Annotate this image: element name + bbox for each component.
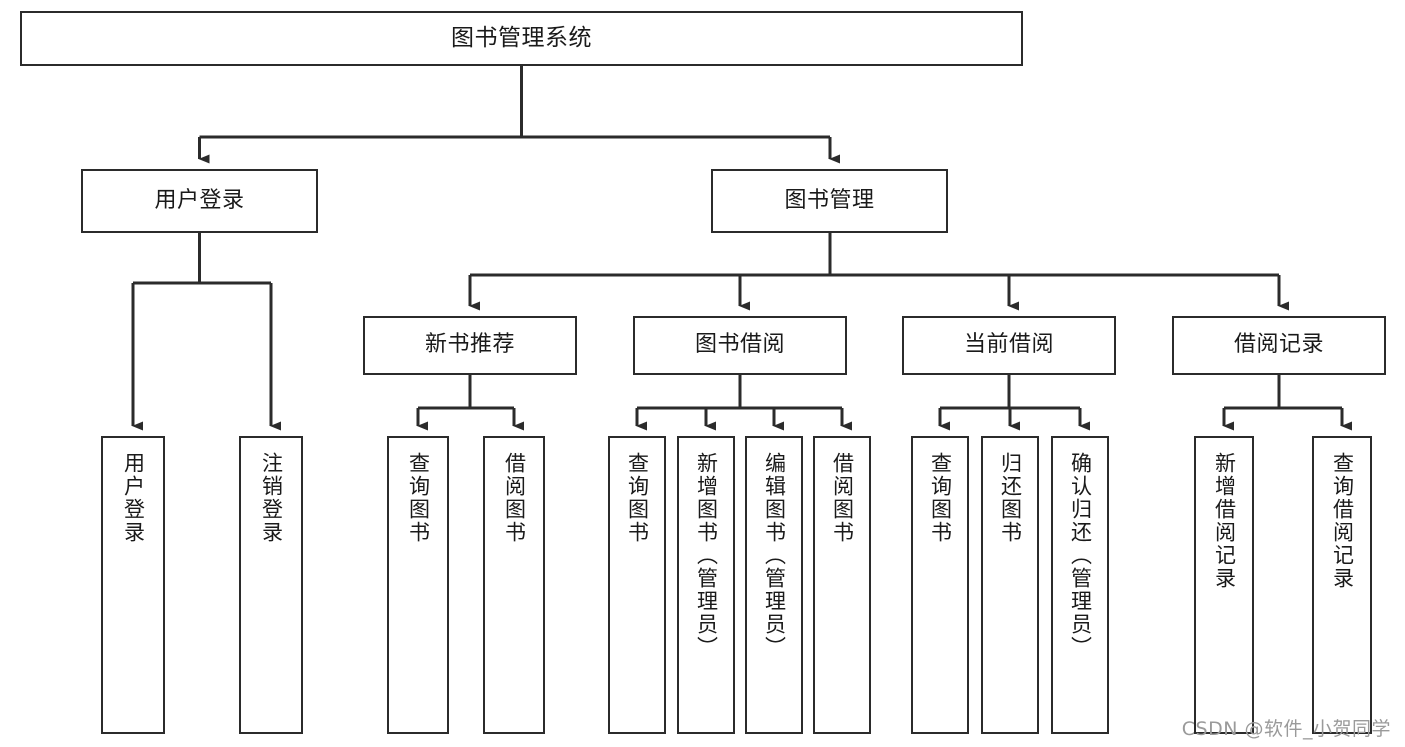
leaf-return-book-label: 归还图书	[998, 452, 1023, 544]
leaf-query-book-new-label: 查询图书	[406, 452, 431, 544]
leaf-query-book-current-label: 查询图书	[928, 452, 953, 544]
node-current-borrow[interactable]: 当前借阅	[902, 316, 1116, 375]
node-root-system[interactable]: 图书管理系统	[20, 11, 1023, 66]
leaf-add-book-admin-label: 新增图书（管理员）	[694, 452, 719, 659]
node-borrow-record-label: 借阅记录	[1233, 332, 1324, 358]
leaf-add-book-admin[interactable]: 新增图书（管理员）	[677, 436, 735, 734]
leaf-logout[interactable]: 注销登录	[239, 436, 303, 734]
node-root-label: 图书管理系统	[451, 24, 592, 51]
node-new-book-recommend[interactable]: 新书推荐	[363, 316, 577, 375]
leaf-edit-book-admin[interactable]: 编辑图书（管理员）	[745, 436, 803, 734]
node-user-login-label: 用户登录	[154, 187, 245, 213]
leaf-logout-label: 注销登录	[259, 452, 284, 544]
leaf-confirm-return-admin-label: 确认归还（管理员）	[1068, 452, 1093, 659]
leaf-query-borrow-record[interactable]: 查询借阅记录	[1312, 436, 1372, 734]
node-book-management[interactable]: 图书管理	[711, 169, 948, 233]
node-book-borrow[interactable]: 图书借阅	[633, 316, 847, 375]
node-current-borrow-label: 当前借阅	[963, 332, 1054, 358]
leaf-borrow-book-new-label: 借阅图书	[502, 452, 527, 544]
node-book-borrow-label: 图书借阅	[694, 332, 785, 358]
leaf-borrow-book-new[interactable]: 借阅图书	[483, 436, 545, 734]
leaf-query-borrow-record-label: 查询借阅记录	[1330, 452, 1355, 590]
leaf-user-login[interactable]: 用户登录	[101, 436, 165, 734]
leaf-user-login-label: 用户登录	[121, 452, 146, 544]
leaf-return-book[interactable]: 归还图书	[981, 436, 1039, 734]
leaf-query-book-current[interactable]: 查询图书	[911, 436, 969, 734]
leaf-add-borrow-record[interactable]: 新增借阅记录	[1194, 436, 1254, 734]
node-new-book-recommend-label: 新书推荐	[424, 332, 515, 358]
node-borrow-record[interactable]: 借阅记录	[1172, 316, 1386, 375]
leaf-query-book-borrow[interactable]: 查询图书	[608, 436, 666, 734]
leaf-query-book-borrow-label: 查询图书	[625, 452, 650, 544]
leaf-borrow-book-label: 借阅图书	[830, 452, 855, 544]
leaf-confirm-return-admin[interactable]: 确认归还（管理员）	[1051, 436, 1109, 734]
leaf-edit-book-admin-label: 编辑图书（管理员）	[762, 452, 787, 659]
node-user-login[interactable]: 用户登录	[81, 169, 318, 233]
leaf-borrow-book[interactable]: 借阅图书	[813, 436, 871, 734]
node-book-management-label: 图书管理	[784, 187, 875, 213]
leaf-query-book-new[interactable]: 查询图书	[387, 436, 449, 734]
leaf-add-borrow-record-label: 新增借阅记录	[1212, 452, 1237, 590]
csdn-watermark: CSDN @软件_小贺同学	[1181, 718, 1391, 740]
